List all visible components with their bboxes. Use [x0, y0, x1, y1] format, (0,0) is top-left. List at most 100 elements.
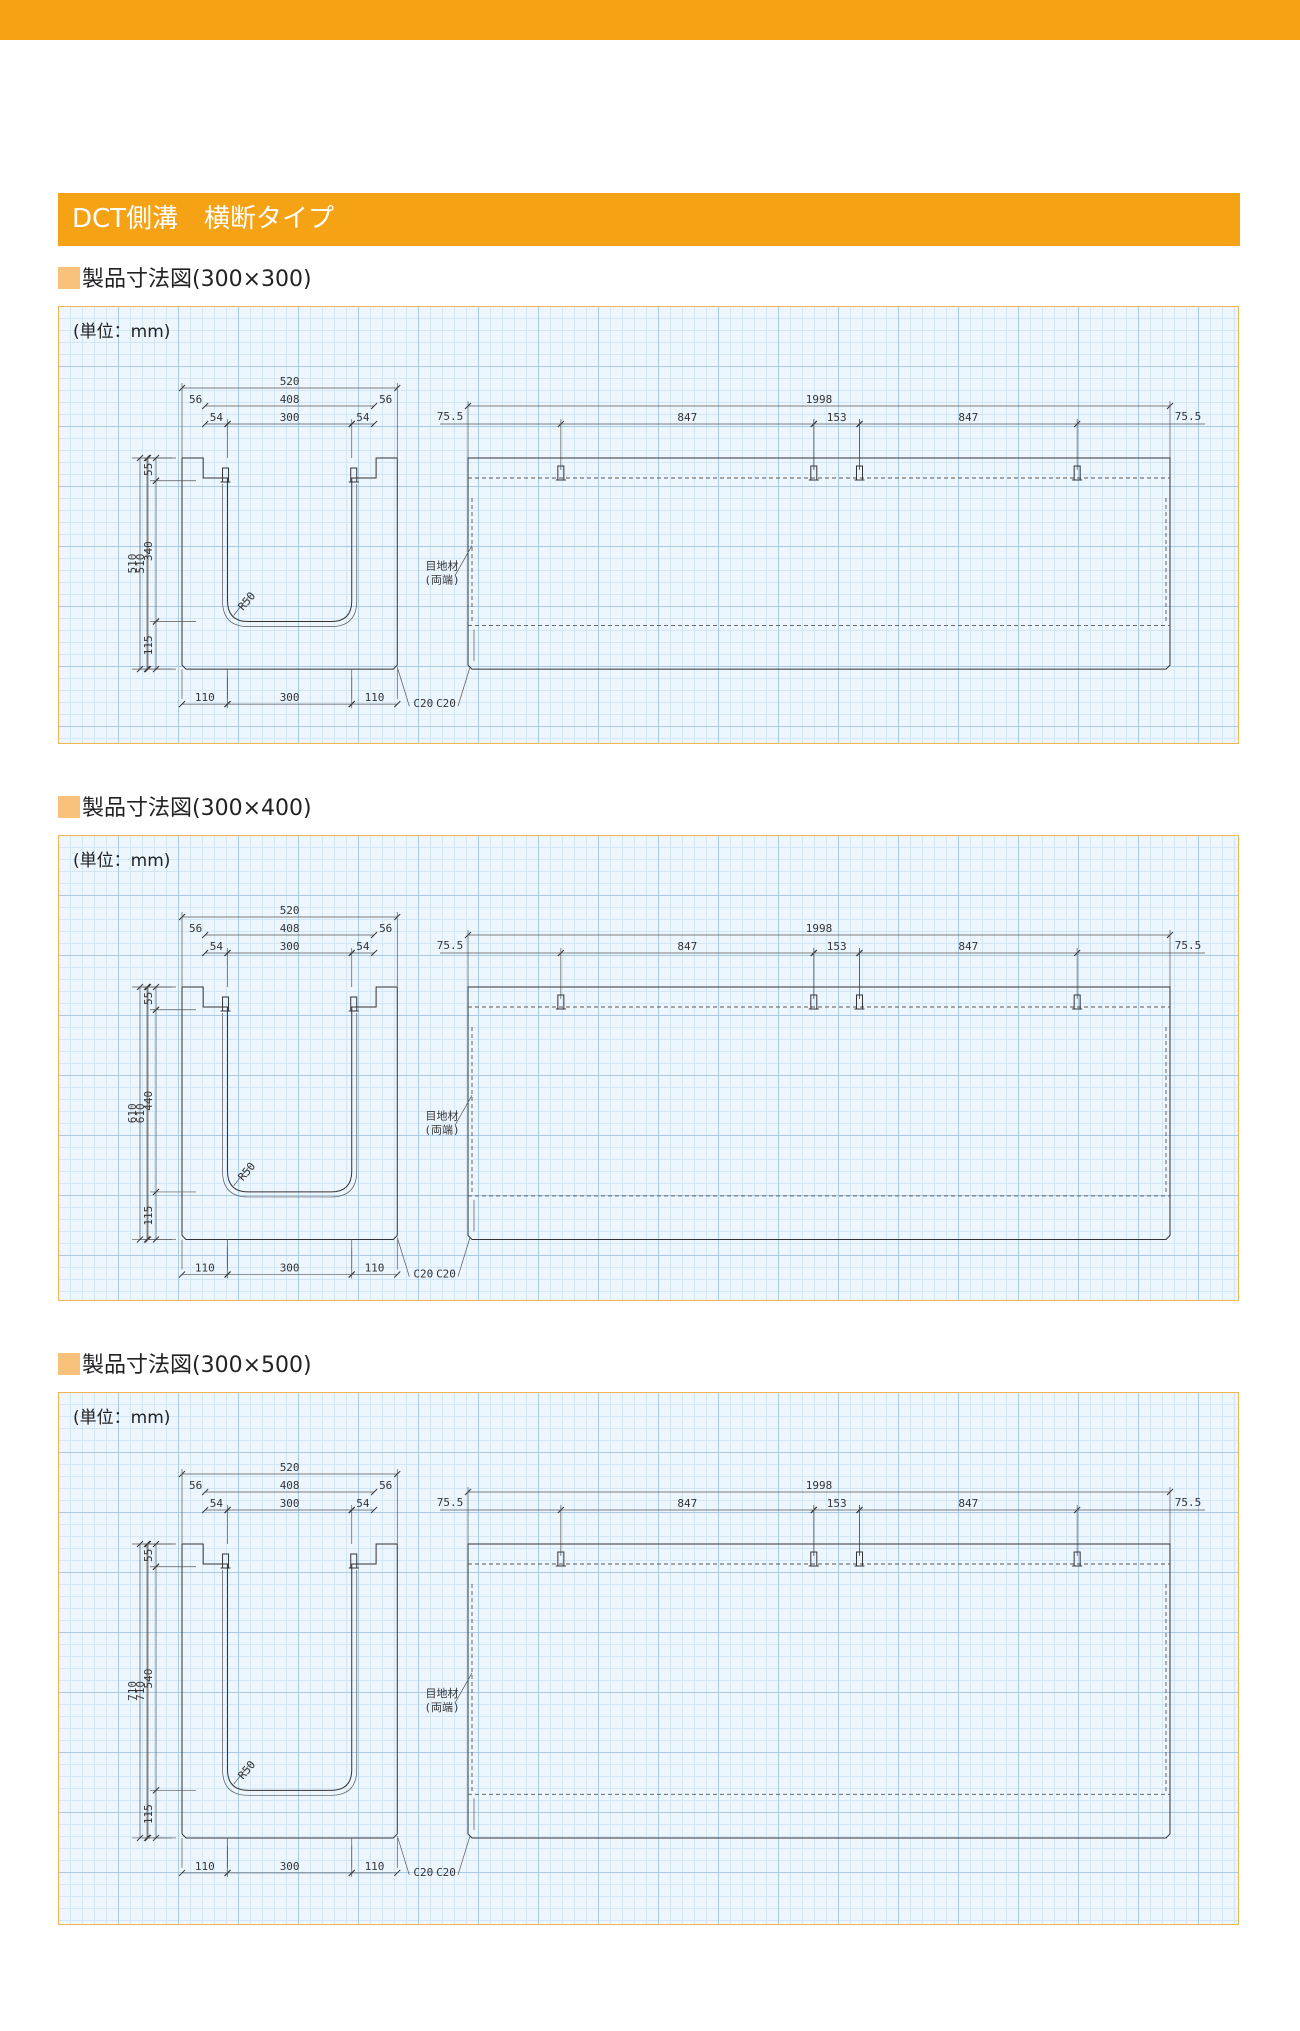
unit-label: (単位：mm) — [73, 851, 171, 871]
dimension-tick — [224, 420, 231, 428]
dimension-label: 75.5 — [437, 410, 464, 423]
joint-leader — [454, 545, 473, 576]
section-title: DCT側溝 横断タイプ — [58, 193, 1240, 246]
dimension-label: 408 — [280, 393, 300, 406]
dimension-tick — [348, 1506, 356, 1514]
dimension-label: 75.5 — [1175, 939, 1202, 952]
dimension-label: 54 — [356, 1497, 370, 1510]
dimension-label: 510 — [134, 554, 147, 574]
dimension-label: 110 — [365, 1860, 385, 1873]
dimension-label: 847 — [677, 411, 697, 424]
radius-leader — [233, 1165, 250, 1187]
dimension-tick — [370, 1506, 378, 1514]
dimension-label: C20 — [436, 697, 456, 710]
dimension-label: 710 — [134, 1681, 147, 1701]
joint-label: (両端) — [424, 574, 459, 587]
drawing-title: 製品寸法図(300×500) — [58, 1351, 312, 1381]
chamfer-leader — [457, 667, 471, 707]
dimension-label: 847 — [677, 940, 697, 953]
dimension-tick — [201, 420, 209, 428]
dimension-tick — [201, 931, 209, 939]
dimension-tick — [152, 1834, 160, 1842]
dimension-tick — [370, 931, 378, 939]
cross-section-outline — [351, 1543, 398, 1568]
drawing-title-text: 製品寸法図(300×500) — [82, 1353, 312, 1378]
dimension-label: C20 — [436, 1866, 456, 1879]
dimension-label: R50 — [235, 1758, 258, 1782]
dimension-tick — [224, 1506, 231, 1514]
dimension-tick — [370, 949, 378, 957]
dimension-label: 55 — [142, 1549, 155, 1562]
dimension-label: C20 — [413, 1268, 433, 1281]
joint-label: 目地材 — [426, 1108, 459, 1122]
dimension-tick — [393, 1869, 401, 1877]
dimension-label: 340 — [142, 541, 155, 561]
dimension-label: 847 — [958, 940, 978, 953]
dimension-tick — [178, 700, 186, 708]
dimension-label: 300 — [280, 1497, 300, 1510]
side-view-outline — [467, 1543, 1171, 1839]
dimension-label: 847 — [958, 1497, 978, 1510]
dimension-label: 300 — [280, 411, 300, 424]
square-bullet-icon — [58, 267, 80, 289]
dimension-tick — [201, 949, 209, 957]
cross-section-outline — [182, 1543, 229, 1568]
dimension-tick — [152, 983, 160, 991]
dimension-tick — [348, 420, 356, 428]
radius-leader — [233, 595, 250, 616]
dimension-label: C20 — [413, 697, 433, 710]
dimension-label: 510 — [126, 554, 139, 574]
dimension-label: C20 — [413, 1866, 433, 1879]
channel-rebar — [222, 1570, 358, 1796]
dimension-label: 1998 — [806, 1479, 833, 1492]
joint-label: (両端) — [424, 1123, 459, 1136]
cross-section-outline — [351, 457, 398, 482]
dimension-label: 110 — [195, 1262, 215, 1275]
joint-label: (両端) — [424, 1701, 459, 1714]
dimension-label: 54 — [356, 411, 370, 424]
dimension-label: 520 — [280, 375, 300, 388]
dimension-label: 56 — [189, 1479, 202, 1492]
dimension-tick — [152, 454, 160, 462]
dimension-label: 55 — [142, 992, 155, 1005]
drawing-panel: (単位：mm) — [58, 835, 1239, 1301]
chamfer-leader — [457, 1835, 471, 1876]
dimension-tick — [370, 1488, 378, 1496]
chamfer-leader — [396, 1835, 410, 1876]
dimension-label: 54 — [210, 1497, 224, 1510]
dimension-label: 610 — [126, 1103, 139, 1123]
channel-inner — [227, 482, 353, 623]
dimension-label: 847 — [958, 411, 978, 424]
dimension-label: 710 — [126, 1681, 139, 1701]
dimension-tick — [178, 1271, 186, 1278]
dimension-tick — [370, 402, 378, 410]
dimension-label: 54 — [210, 411, 224, 424]
drawing-title: 製品寸法図(300×300) — [58, 265, 312, 295]
square-bullet-icon — [58, 1353, 80, 1375]
dimension-tick — [136, 983, 144, 991]
dimension-label: 1998 — [806, 922, 833, 935]
dimension-label: C20 — [436, 1268, 456, 1281]
dimension-label: 75.5 — [1175, 410, 1202, 423]
cross-section-body — [181, 1544, 398, 1839]
dimension-tick — [201, 402, 209, 410]
joint-leader — [454, 1095, 473, 1126]
dimension-tick — [370, 420, 378, 428]
dimension-label: 300 — [280, 940, 300, 953]
dimension-label: 115 — [142, 1804, 155, 1824]
dimension-label: 300 — [280, 1262, 300, 1275]
dimension-label: 56 — [189, 393, 202, 406]
dimension-label: 55 — [142, 463, 155, 476]
dimension-tick — [178, 1869, 186, 1877]
dimension-label: 75.5 — [1175, 1496, 1202, 1509]
dimension-label: 520 — [280, 904, 300, 917]
square-bullet-icon — [58, 796, 80, 818]
dimension-label: 610 — [134, 1103, 147, 1123]
dimension-tick — [393, 700, 401, 708]
dimension-tick — [136, 454, 144, 462]
dimension-label: 56 — [379, 922, 392, 935]
dimension-label: 153 — [827, 411, 847, 424]
chamfer-leader — [396, 667, 410, 707]
dimension-tick — [201, 1488, 209, 1496]
